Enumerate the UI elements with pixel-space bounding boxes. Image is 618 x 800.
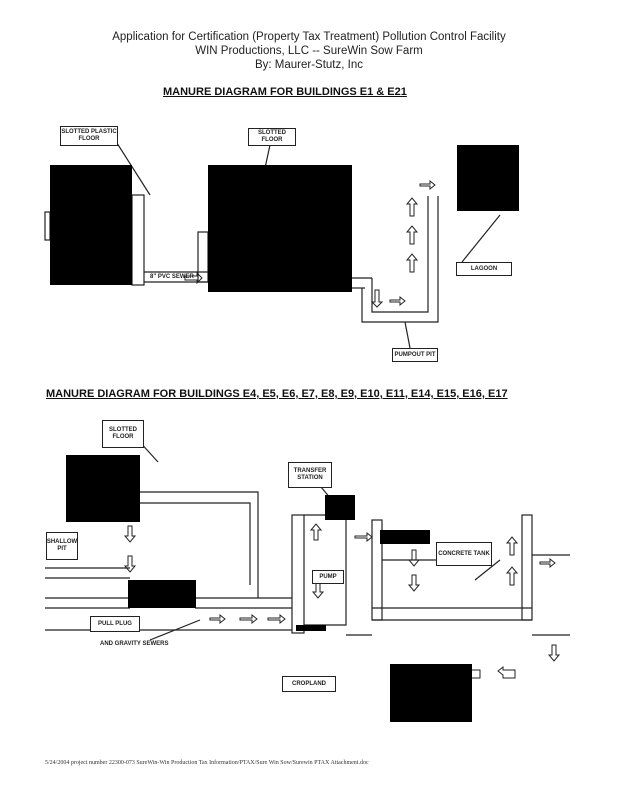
flow-arrow bbox=[209, 613, 226, 625]
pull-plug-pipe bbox=[128, 580, 196, 608]
gravity-sewers-label: AND GRAVITY SEWERS bbox=[100, 641, 169, 647]
flow-arrow bbox=[370, 289, 384, 308]
flow-arrow bbox=[497, 665, 516, 679]
pumpout-pit bbox=[361, 196, 439, 323]
pointer-line bbox=[461, 214, 501, 263]
building-wall bbox=[131, 194, 145, 286]
lagoon-shape bbox=[457, 145, 519, 211]
transfer-station-top bbox=[325, 495, 355, 520]
wall bbox=[197, 231, 209, 283]
flow-arrow bbox=[123, 555, 137, 573]
flow-arrow bbox=[407, 549, 421, 567]
flow-arrow bbox=[419, 179, 436, 191]
lagoon-label: LAGOON bbox=[456, 262, 512, 276]
slotted-floor-label: SLOTTED FLOOR bbox=[248, 128, 296, 146]
flow-arrow bbox=[311, 581, 325, 599]
cropland-label: CROPLAND bbox=[282, 676, 336, 692]
pointer-line bbox=[114, 139, 151, 196]
wall bbox=[140, 491, 259, 598]
header-line-1: Application for Certification (Property … bbox=[112, 31, 506, 43]
slotted-floor-label-2: SLOTTED FLOOR bbox=[102, 420, 144, 448]
buildings-e4-e17 bbox=[66, 455, 140, 522]
tank-cover bbox=[380, 530, 430, 544]
transfer-station-label: TRANSFER STATION bbox=[288, 462, 332, 488]
flow-arrow bbox=[309, 523, 323, 541]
pointer-line bbox=[404, 321, 411, 349]
flow-arrow bbox=[123, 525, 137, 543]
flow-arrow bbox=[547, 644, 561, 662]
pvc-sewer-label: 8" PVC SEWER bbox=[150, 274, 194, 280]
transfer-station-wall bbox=[291, 514, 305, 634]
flow-arrow bbox=[539, 557, 556, 569]
slotted-plastic-floor-label: SLOTTED PLASTIC FLOOR bbox=[60, 126, 118, 146]
transfer-station-base bbox=[296, 625, 326, 631]
wall bbox=[140, 502, 251, 585]
flow-arrow bbox=[407, 574, 421, 592]
flow-arrow bbox=[405, 225, 419, 245]
pointer-line bbox=[474, 559, 501, 581]
flow-arrow bbox=[389, 295, 406, 307]
flow-arrow bbox=[239, 613, 258, 625]
spreader-truck bbox=[390, 664, 472, 722]
pointer-line bbox=[264, 144, 271, 169]
pumpout-pit-label: PUMPOUT PIT bbox=[392, 348, 438, 362]
building-e21 bbox=[208, 165, 352, 292]
flow-arrow bbox=[267, 613, 286, 625]
flow-arrow bbox=[505, 536, 519, 556]
flow-arrow bbox=[184, 271, 203, 285]
pump-label: PUMP bbox=[312, 570, 344, 584]
flow-arrow bbox=[354, 531, 373, 543]
header-line-3: By: Maurer-Stutz, Inc bbox=[254, 59, 363, 71]
building-e1 bbox=[50, 165, 132, 285]
pointer-line bbox=[149, 619, 201, 641]
footer-path: 5/24/2004 project number 22300-073 SureW… bbox=[45, 760, 369, 766]
concrete-tank-label: CONCRETE TANK bbox=[436, 542, 492, 566]
flow-arrow bbox=[405, 253, 419, 273]
flow-arrow bbox=[505, 566, 519, 586]
diagram1-title: MANURE DIAGRAM FOR BUILDINGS E1 & E21 bbox=[163, 86, 407, 98]
diagram2-title: MANURE DIAGRAM FOR BUILDINGS E4, E5, E6,… bbox=[46, 388, 508, 400]
concrete-tank-wall bbox=[521, 514, 533, 621]
pumpout-pit bbox=[371, 196, 429, 313]
header-line-2: WIN Productions, LLC -- SureWin Sow Farm bbox=[195, 45, 423, 57]
shallow-pit-label: SHALLOW PIT bbox=[46, 532, 78, 560]
flow-arrow bbox=[405, 197, 419, 217]
pull-plug-label: PULL PLUG bbox=[90, 616, 140, 632]
